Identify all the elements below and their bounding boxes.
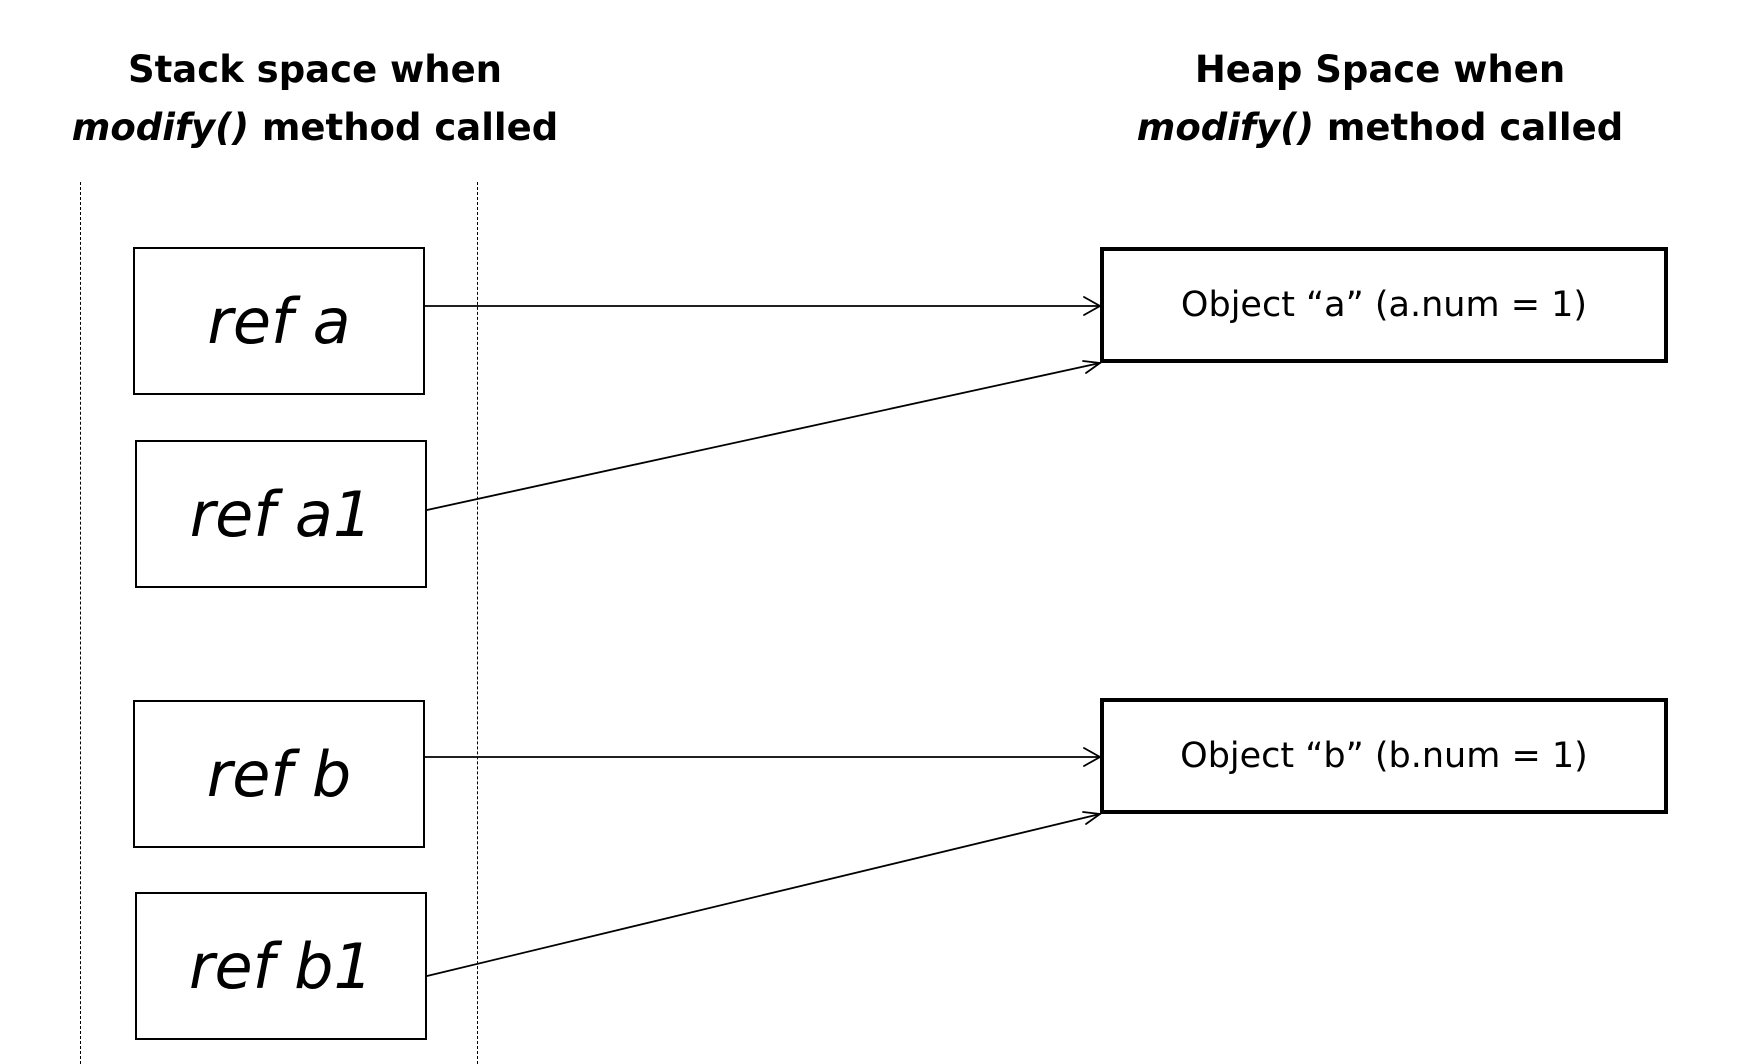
heap-space-heading: Heap Space when modify() method called [1110, 41, 1650, 157]
stack-ref-b1-box: ref b1 [135, 892, 427, 1040]
arrow-ref-a-to-object-a [424, 296, 1102, 316]
stack-heading-method: modify() [71, 106, 249, 149]
arrow-ref-b-to-object-b [424, 747, 1102, 767]
stack-right-divider [477, 182, 478, 1064]
stack-ref-b-box: ref b [133, 700, 425, 848]
heap-heading-line1: Heap Space when [1194, 48, 1566, 91]
stack-heading-line2: modify() method called [50, 99, 580, 157]
stack-heading-line1: Stack space when [127, 48, 503, 91]
stack-ref-a-box: ref a [133, 247, 425, 395]
stack-heading-rest: method called [248, 106, 559, 149]
stack-space-heading: Stack space when modify() method called [50, 41, 580, 157]
stack-left-divider [80, 182, 81, 1064]
arrow-ref-a1-to-object-a [426, 360, 1103, 511]
arrow-ref-b1-to-object-b [426, 811, 1103, 977]
heap-object-b-box: Object “b” (b.num = 1) [1100, 698, 1668, 814]
heap-heading-method: modify() [1136, 106, 1314, 149]
stack-ref-a1-box: ref a1 [135, 440, 427, 588]
heap-heading-line2: modify() method called [1110, 99, 1650, 157]
heap-heading-rest: method called [1313, 106, 1624, 149]
heap-object-a-box: Object “a” (a.num = 1) [1100, 247, 1668, 363]
